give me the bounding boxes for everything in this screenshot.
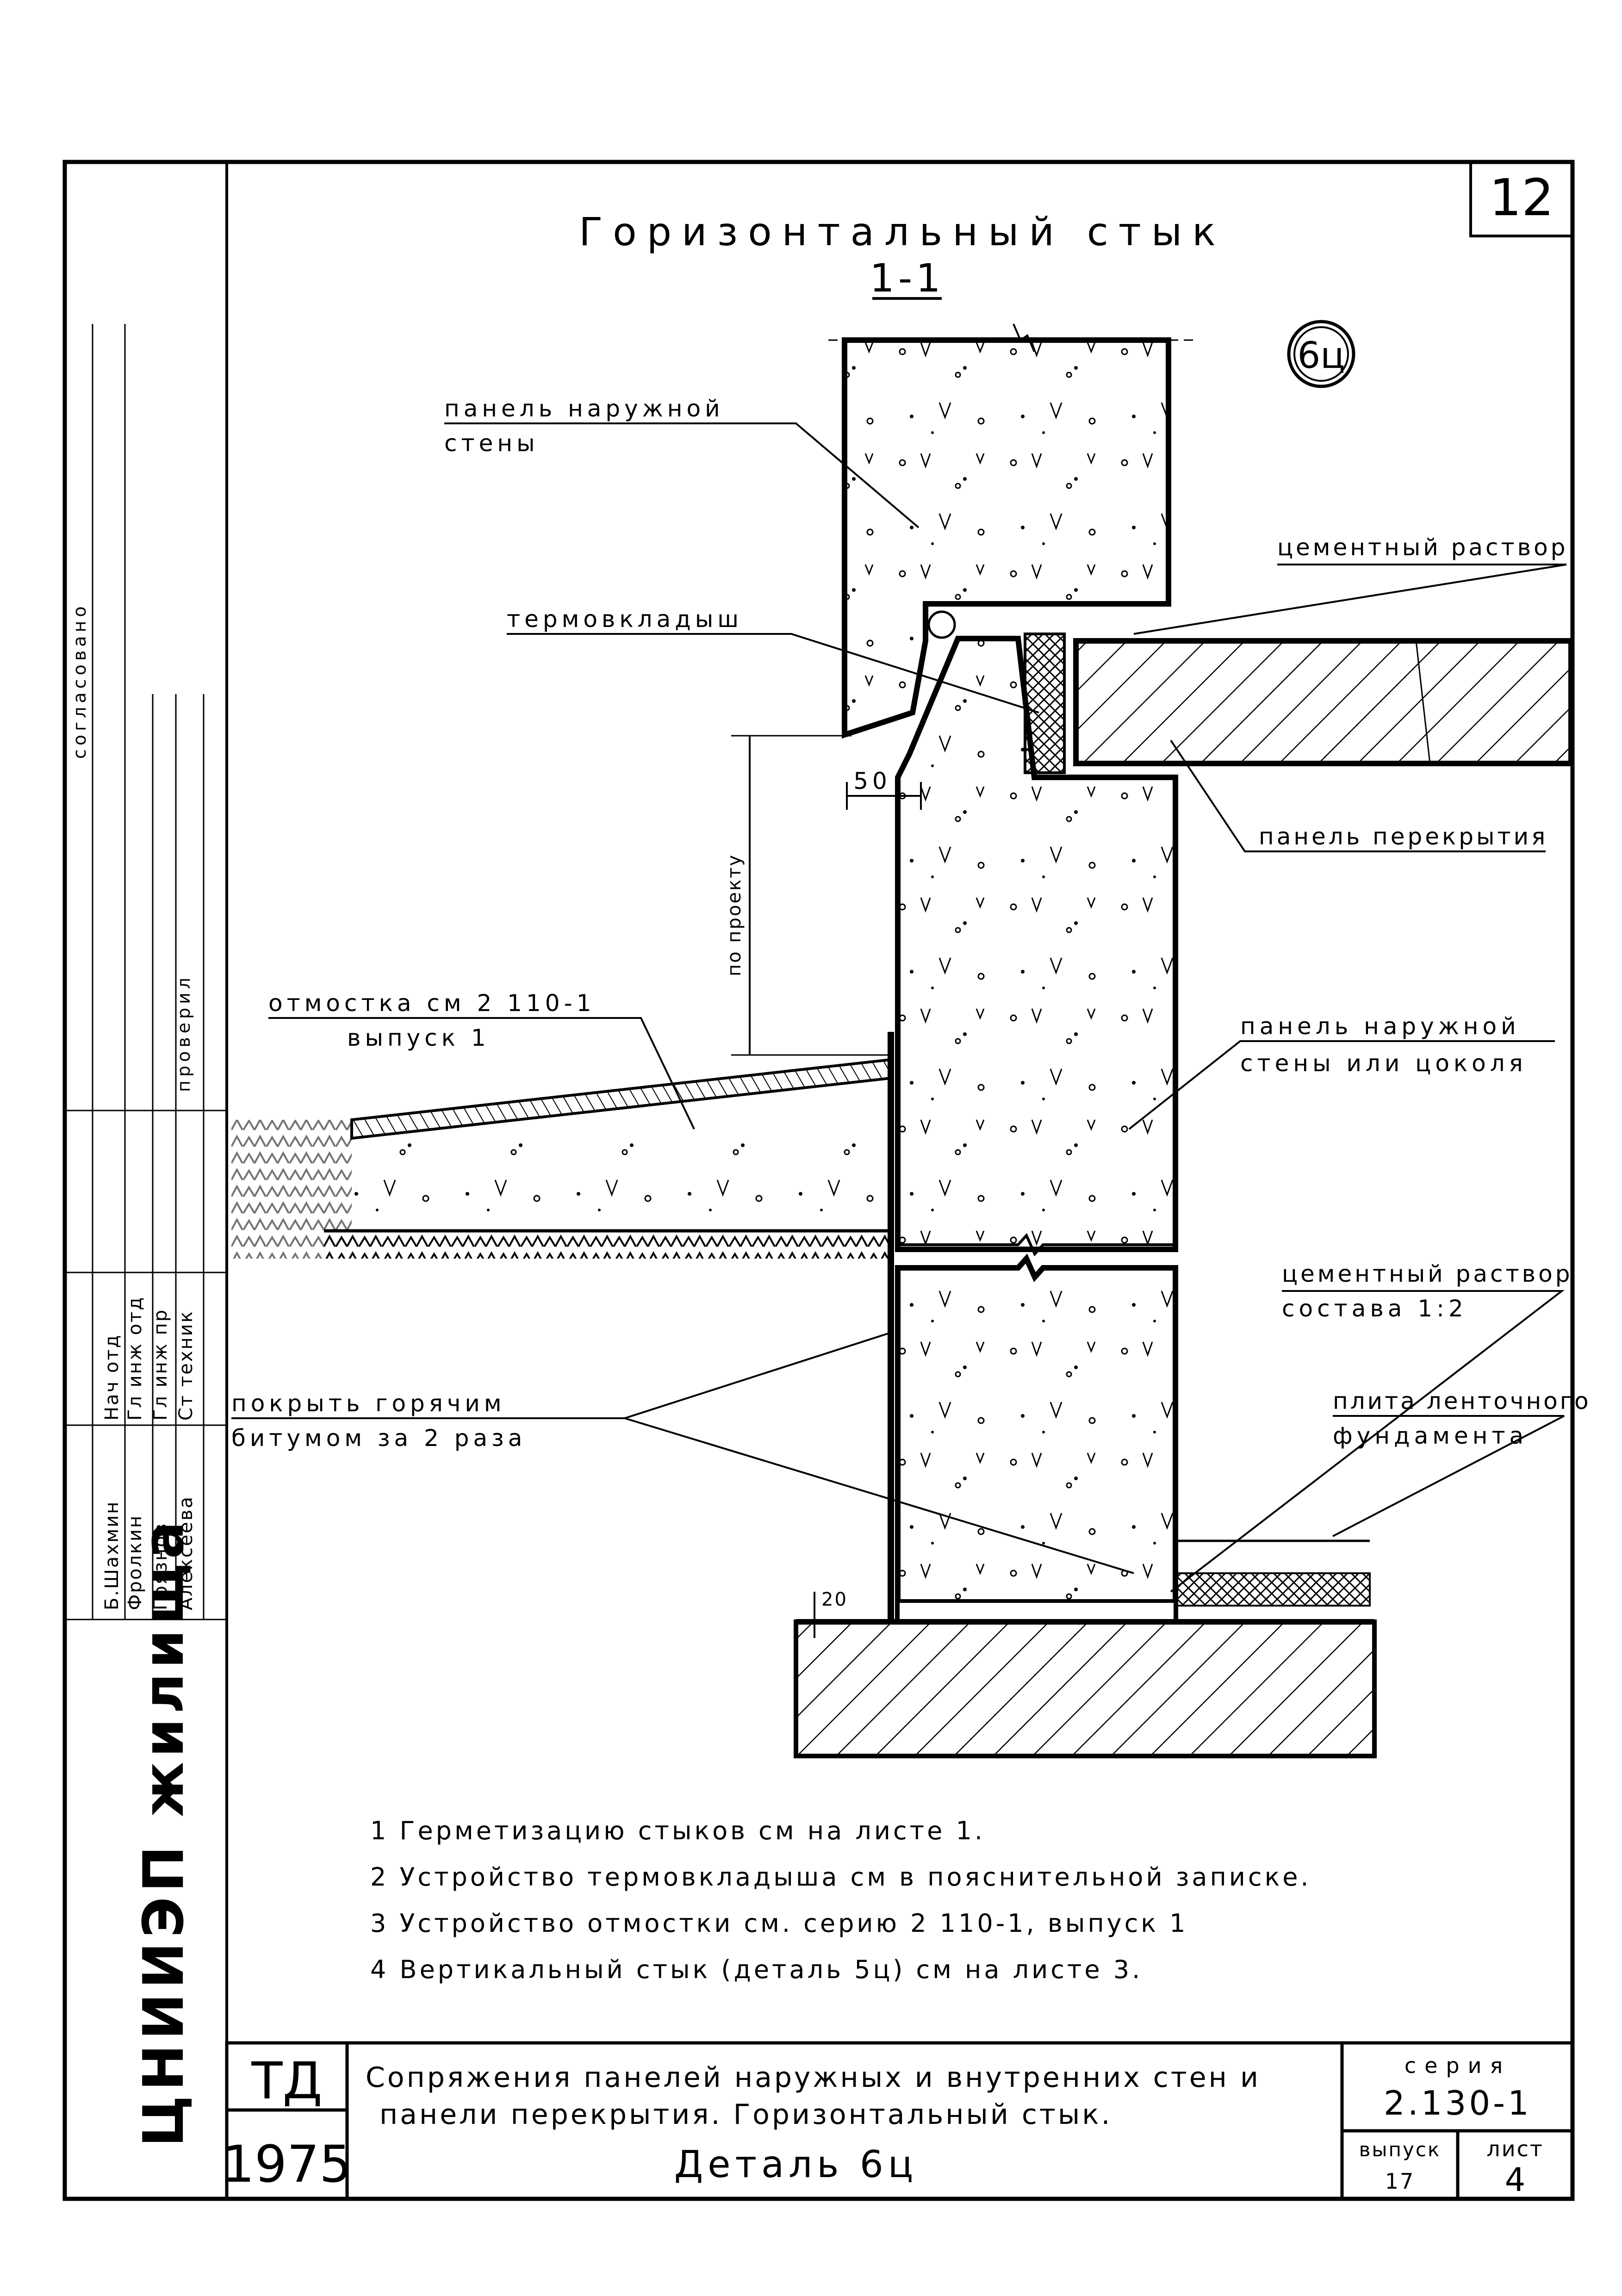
blind-area [350,1058,892,1140]
tb-year: 1975 [222,2135,352,2194]
tb-description-1: Сопряжения панелей наружных и внутренних… [366,2061,1261,2094]
tb-detail: Деталь 6ц [674,2143,918,2186]
detail-marker-label: 6ц [1298,335,1345,377]
callout-base-panel-1: панель наружной [1240,1013,1520,1040]
callout-bitumen-1: покрыть горячим [231,1390,506,1417]
agreed-label: согласовано [69,602,90,759]
title-block [225,2041,1574,2201]
leader-lines [231,422,1567,1593]
section-drawing [231,323,1574,1758]
tb-issue-value: 17 [1385,2169,1415,2194]
note-2: 2 Устройство термовкладыша см в поясните… [370,1862,1311,1892]
callout-cement-mortar-top: цементный раствор [1277,534,1568,561]
base-panel [895,636,1178,1252]
note-1: 1 Герметизацию стыков см на листе 1. [370,1816,985,1845]
role-3: Ст техник [175,1310,197,1421]
tb-series-value: 2.130-1 [1384,2084,1532,2122]
tb-sheet-label: лист [1486,2136,1543,2161]
tb-sheet-value: 4 [1505,2161,1526,2199]
detail-marker [1287,320,1355,388]
note-3: 3 Устройство отмостки см. серию 2 110-1,… [370,1909,1188,1938]
tb-series-label: серия [1404,2053,1511,2078]
callout-floor-panel: панель перекрытия [1259,823,1548,850]
section-mark: 1-1 [870,255,944,301]
floor-panel [1073,638,1574,766]
tb-issue-label: выпуск [1359,2138,1441,2161]
role-2: Гл инж пр [150,1309,171,1421]
callout-thermal-insert: термовкладыш [507,606,743,633]
callout-base-panel-2: стены или цоколя [1240,1050,1527,1077]
callout-cement-mortar-low-1: цементный раствор [1282,1260,1572,1287]
name-3: Алексеева [175,1496,197,1610]
foundation-slab [794,1620,1377,1758]
callout-blind-area-2: выпуск 1 [347,1024,490,1051]
left-strip [65,324,227,1620]
dim-by-project: по проекту [724,854,745,976]
sheet-number: 12 [1489,168,1554,227]
tb-description-2: панели перекрытия. Горизонтальный стык. [379,2098,1112,2131]
checked-label: проверил [174,974,194,1092]
dim-gap-50: 50 [853,768,891,794]
callout-outer-wall-1: панель наружной [444,395,724,422]
role-1: Гл инж отд [124,1296,146,1421]
tb-code: ТД [251,2051,322,2110]
sheet-number-box [1469,161,1574,237]
name-2: Грязнов [150,1522,171,1610]
upper-wall-panel [842,337,1171,739]
org-label: ЦНИИЭП жилища [132,1517,196,2147]
callout-bitumen-2: битумом за 2 раза [231,1425,526,1452]
callout-foundation-1: плита ленточного [1333,1388,1591,1415]
foundation-wall [895,1253,1178,1625]
thermal-insert [1024,633,1066,774]
callout-outer-wall-2: стены [444,430,539,457]
name-0: Б.Шахмин [101,1501,123,1610]
role-0: Нач отд [101,1334,123,1421]
note-4: 4 Вертикальный стык (деталь 5ц) см на ли… [370,1955,1143,1984]
callout-blind-area-1: отмостка см 2 110-1 [268,990,595,1017]
dim-bed-20: 20 [821,1589,848,1610]
name-1: Фролкин [124,1514,146,1610]
drawing-title: Горизонтальный стык [579,209,1226,254]
callout-cement-mortar-low-2: состава 1:2 [1282,1295,1467,1322]
dimensions [731,735,922,1638]
callout-foundation-2: фундамента [1333,1422,1528,1449]
